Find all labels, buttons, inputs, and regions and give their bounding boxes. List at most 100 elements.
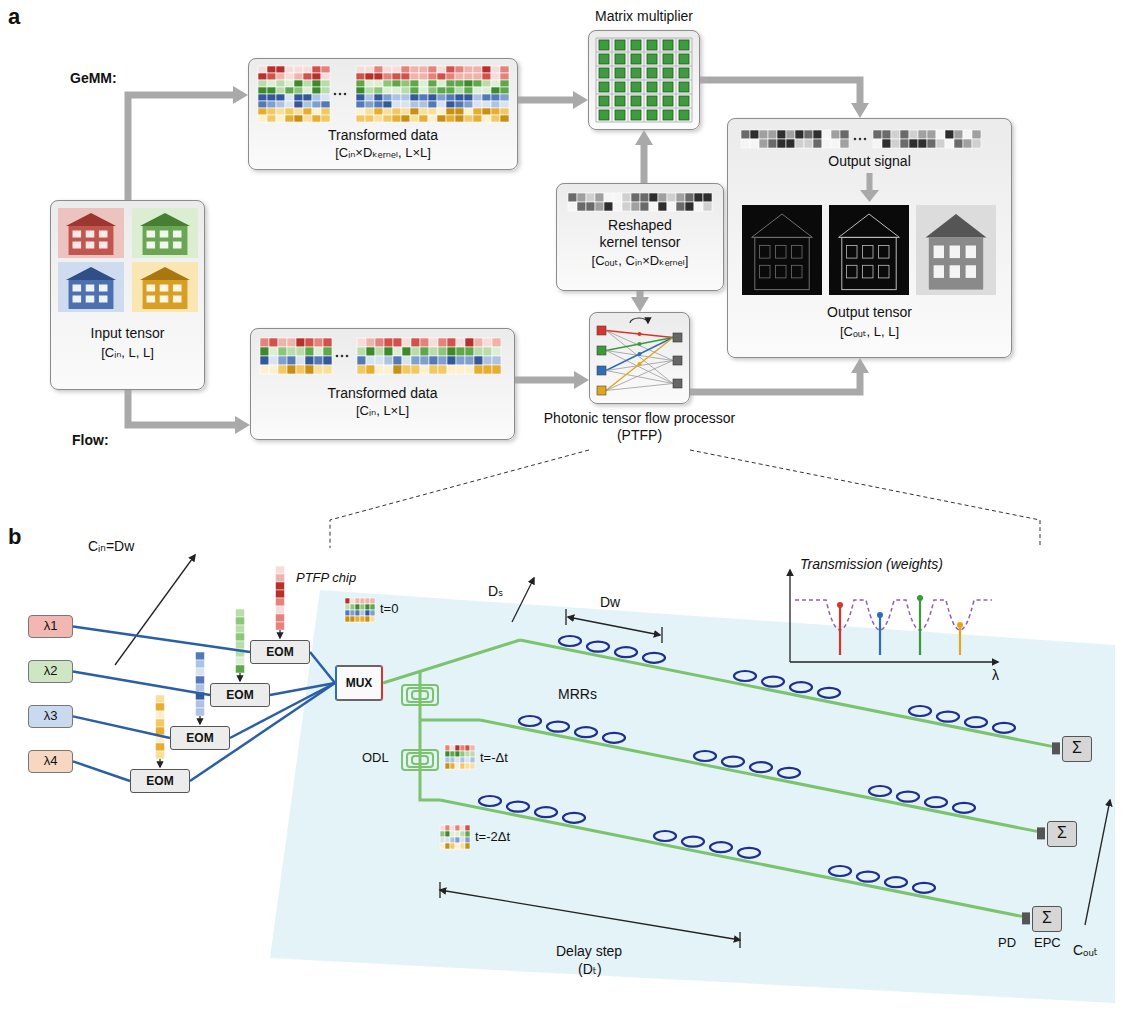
data-cell bbox=[631, 193, 640, 202]
input-vector-cell bbox=[196, 684, 205, 692]
input-vector-cell bbox=[196, 708, 205, 716]
inner-arrow-shaft bbox=[867, 173, 873, 191]
data-cell bbox=[312, 94, 321, 101]
house-window bbox=[863, 246, 873, 259]
data-cell bbox=[294, 66, 303, 73]
microring bbox=[547, 722, 569, 732]
data-cell bbox=[455, 115, 464, 122]
data-cell bbox=[366, 356, 375, 365]
label-anchor: Cₒᵤₜ bbox=[1073, 942, 1098, 959]
gemm-data-box: Transformed data[Cᵢₙ×Dₖₑᵣₙₑₗ, L×L] bbox=[248, 58, 518, 170]
data-cell bbox=[401, 108, 410, 115]
data-cell bbox=[428, 80, 437, 87]
data-cell bbox=[374, 94, 383, 101]
data-cell bbox=[492, 338, 501, 347]
data-cell bbox=[267, 66, 276, 73]
microring bbox=[897, 792, 919, 802]
data-cell bbox=[419, 101, 428, 108]
label-anchor: λ bbox=[992, 667, 999, 684]
data-cell bbox=[822, 139, 831, 148]
data-cell bbox=[604, 202, 613, 211]
crossbar-line bbox=[606, 338, 673, 351]
data-cell bbox=[428, 108, 437, 115]
data-cell bbox=[303, 80, 312, 87]
data-cell bbox=[483, 338, 492, 347]
data-cell bbox=[465, 347, 474, 356]
data-cell bbox=[768, 139, 777, 148]
data-cell bbox=[365, 108, 374, 115]
data-cell bbox=[954, 139, 963, 148]
multiplier-cell bbox=[647, 40, 657, 50]
data-cell bbox=[384, 338, 393, 347]
data-cell bbox=[450, 825, 455, 831]
data-cell bbox=[356, 66, 365, 73]
data-cell bbox=[445, 825, 450, 831]
house-window bbox=[792, 265, 802, 278]
multiplier-cell bbox=[631, 54, 641, 64]
data-cell bbox=[464, 115, 473, 122]
arrowhead bbox=[635, 130, 653, 145]
data-cell bbox=[464, 73, 473, 80]
data-cell bbox=[455, 745, 460, 751]
input-vector-arrow bbox=[159, 759, 160, 767]
data-cell bbox=[365, 101, 374, 108]
data-cell bbox=[321, 87, 330, 94]
data-cell bbox=[269, 338, 278, 347]
data-cell bbox=[482, 115, 491, 122]
modulator-box: EOM bbox=[130, 769, 190, 793]
data-cell bbox=[419, 108, 428, 115]
data-cell bbox=[500, 87, 509, 94]
data-cell bbox=[694, 202, 703, 211]
input-vector-cell bbox=[156, 719, 165, 727]
data-cell bbox=[296, 338, 305, 347]
data-cell bbox=[401, 66, 410, 73]
data-cell bbox=[474, 347, 483, 356]
data-cell bbox=[455, 101, 464, 108]
input-vector-arrow bbox=[199, 716, 200, 724]
data-cell bbox=[882, 139, 891, 148]
data-cell bbox=[568, 193, 577, 202]
data-cell bbox=[323, 365, 332, 374]
input-vector-cell bbox=[276, 574, 285, 582]
data-cell bbox=[891, 130, 900, 139]
data-cell bbox=[936, 130, 945, 139]
laser-box: λ4 bbox=[28, 750, 73, 773]
microring bbox=[790, 682, 812, 692]
ellipsis-dot bbox=[336, 355, 339, 358]
multiplexer-box: MUX bbox=[335, 665, 383, 701]
arrowhead bbox=[573, 91, 588, 109]
data-cell bbox=[285, 101, 294, 108]
data-cell bbox=[428, 115, 437, 122]
microring bbox=[909, 706, 931, 716]
multiplier-cell bbox=[663, 96, 673, 106]
matrix-multiplier-box: Matrix multiplier bbox=[588, 30, 700, 130]
data-cell bbox=[750, 130, 759, 139]
data-cell bbox=[456, 356, 465, 365]
data-cell bbox=[355, 616, 360, 622]
data-cell bbox=[393, 347, 402, 356]
part-label: EPC bbox=[1034, 935, 1061, 951]
arrowhead bbox=[631, 297, 649, 312]
time-label: t=0 bbox=[380, 601, 398, 617]
data-cell bbox=[460, 751, 465, 757]
data-cell bbox=[440, 837, 445, 843]
data-cell bbox=[622, 193, 631, 202]
data-cell bbox=[447, 356, 456, 365]
data-cell bbox=[428, 66, 437, 73]
box-background bbox=[248, 58, 518, 170]
data-cell bbox=[613, 193, 622, 202]
modulator-box: EOM bbox=[210, 683, 270, 707]
microring bbox=[885, 877, 907, 887]
data-cell bbox=[882, 130, 891, 139]
house-window bbox=[73, 242, 82, 249]
image-frame bbox=[58, 262, 124, 312]
data-cell bbox=[909, 139, 918, 148]
data-cell bbox=[392, 87, 401, 94]
data-cell bbox=[483, 365, 492, 374]
house-body bbox=[143, 280, 188, 309]
data-cell bbox=[465, 825, 470, 831]
data-cell bbox=[305, 356, 314, 365]
multiplier-cell bbox=[679, 40, 689, 50]
data-cell bbox=[450, 843, 455, 849]
